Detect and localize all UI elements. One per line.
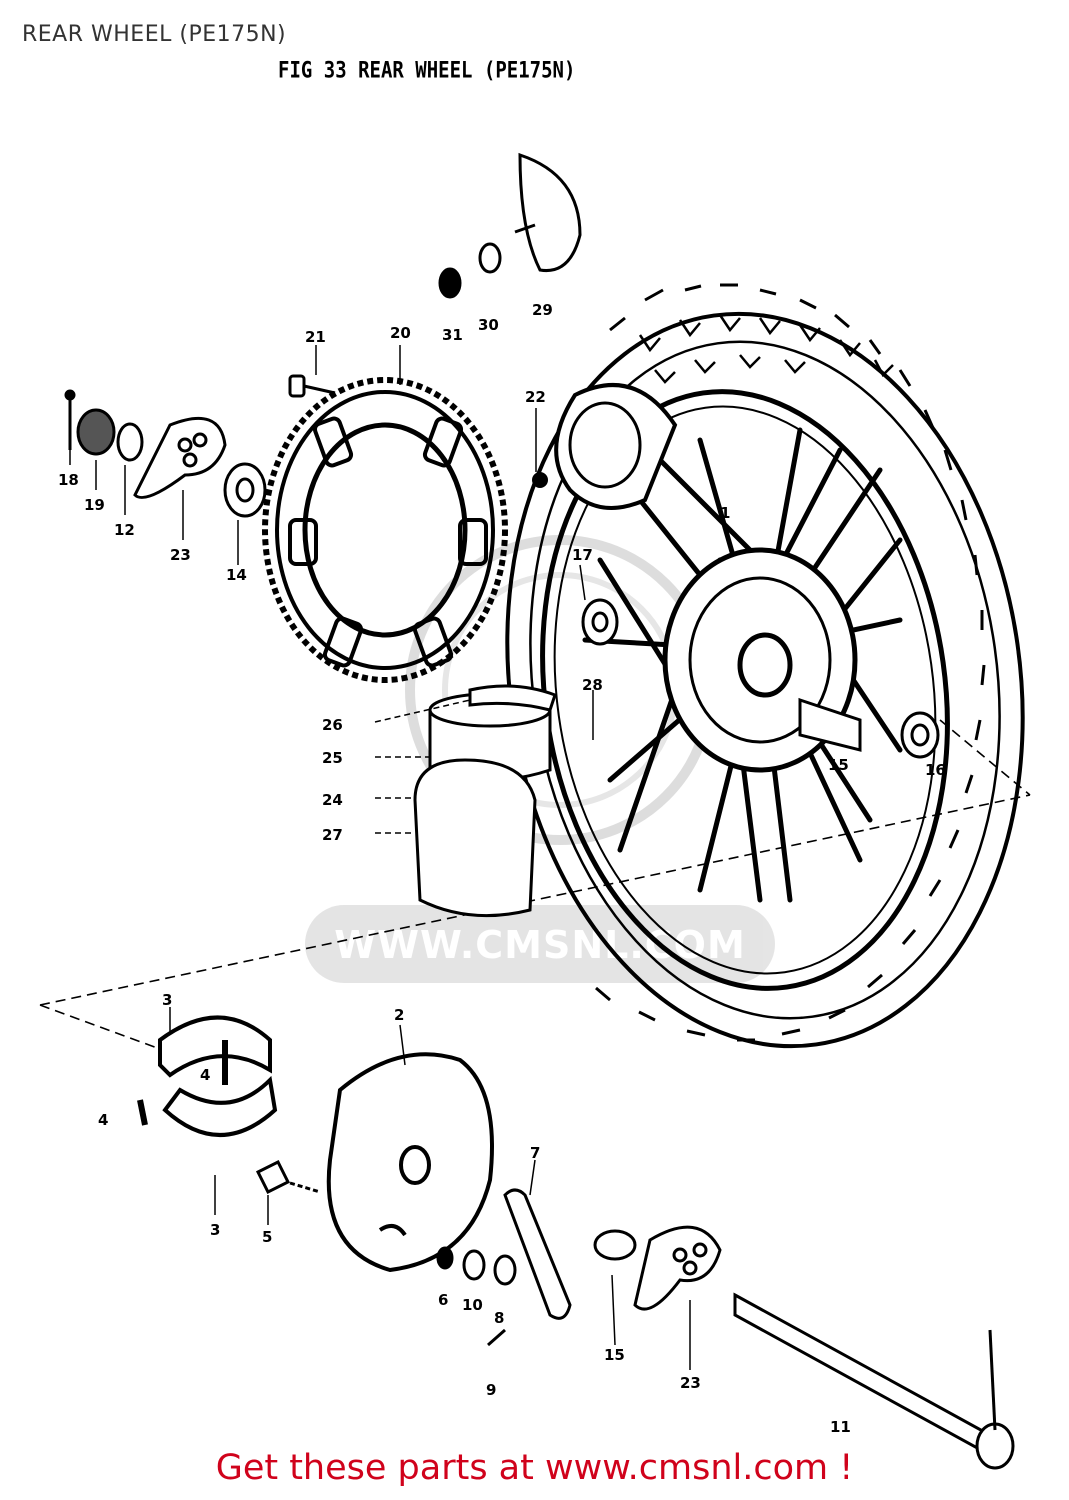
brake-arm-parts	[436, 1188, 572, 1347]
tube-and-flap-parts	[413, 684, 557, 918]
callout-27: 27	[322, 826, 343, 844]
figure-title: FIG 33 REAR WHEEL (PE175N)	[278, 58, 576, 84]
callout-4a: 4	[200, 1066, 210, 1084]
right-axle-parts	[593, 1225, 1015, 1470]
callout-15b: 15	[604, 1346, 625, 1364]
callout-14: 14	[226, 566, 247, 584]
callout-8: 8	[494, 1309, 504, 1327]
shop-parts-link[interactable]: Get these parts at www.cmsnl.com !	[215, 1448, 854, 1488]
callout-24: 24	[322, 791, 343, 809]
callout-26: 26	[322, 716, 343, 734]
callout-30: 30	[478, 316, 499, 334]
leader-lines	[69, 345, 691, 1370]
sprocket-bolt	[288, 374, 336, 398]
callout-2: 2	[394, 1006, 404, 1024]
callout-18: 18	[58, 471, 79, 489]
wheel-hub	[662, 547, 862, 773]
callouts: 1 2 3 3 4 4 5 6 7 8 9 10 11 12 14 15 15 …	[58, 301, 946, 1436]
inner-tube-and-rim-band	[554, 383, 678, 510]
callout-19: 19	[84, 496, 105, 514]
callout-20: 20	[390, 324, 411, 342]
page-title: REAR WHEEL (PE175N)	[22, 22, 287, 47]
callout-7: 7	[530, 1144, 540, 1162]
callout-3a: 3	[162, 991, 172, 1009]
brake-shoes	[137, 1015, 278, 1137]
callout-10: 10	[462, 1296, 483, 1314]
callout-6: 6	[438, 1291, 448, 1309]
callout-3b: 3	[210, 1221, 220, 1239]
callout-4b: 4	[98, 1111, 108, 1129]
callout-25: 25	[322, 749, 343, 767]
cotter-plate-parts	[438, 152, 582, 299]
callout-23b: 23	[680, 1374, 701, 1392]
callout-5: 5	[262, 1228, 272, 1246]
callout-29: 29	[532, 301, 553, 319]
wheel-bearings	[581, 598, 940, 759]
brake-panel	[326, 1052, 494, 1273]
callout-17: 17	[572, 546, 593, 564]
callout-9: 9	[486, 1381, 496, 1399]
callout-23a: 23	[170, 546, 191, 564]
callout-11: 11	[830, 1418, 851, 1436]
callout-16: 16	[925, 761, 946, 779]
rear-sprocket	[262, 377, 508, 683]
callout-1: 1	[720, 504, 730, 522]
brake-cam	[255, 1159, 321, 1195]
callout-28: 28	[582, 676, 603, 694]
sprocket-nut	[532, 472, 548, 488]
callout-15a: 15	[828, 756, 849, 774]
callout-12: 12	[114, 521, 135, 539]
callout-31: 31	[442, 326, 463, 344]
callout-22: 22	[525, 388, 546, 406]
callout-21: 21	[305, 328, 326, 346]
